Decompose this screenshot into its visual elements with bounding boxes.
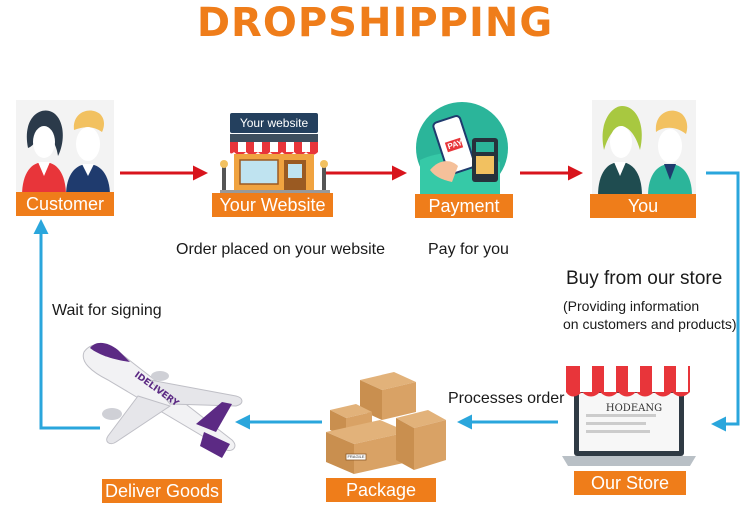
customer-people-icon xyxy=(16,100,114,196)
payment-label: Payment xyxy=(415,194,513,218)
package-boxes-icon xyxy=(326,372,446,474)
deliver-label: Deliver Goods xyxy=(102,479,222,503)
step-processes-order: Processes order xyxy=(448,390,565,407)
airplane-icon xyxy=(82,342,243,458)
step-providing-line1: (Providing information xyxy=(563,298,700,314)
step-wait-for-signing: Wait for signing xyxy=(52,302,162,319)
step-order-placed: Order placed on your website xyxy=(176,241,385,258)
store-brand-text: HODEANG xyxy=(605,403,663,414)
website-sign-text: Your website xyxy=(239,116,309,130)
step-pay-for-you: Pay for you xyxy=(428,241,509,258)
package-label: Package xyxy=(326,478,436,502)
website-shop-icon xyxy=(220,113,330,194)
store-label: Our Store xyxy=(574,471,686,495)
you-people-icon xyxy=(592,100,696,196)
customer-label: Customer xyxy=(16,192,114,216)
step-providing-line2: on customers and products) xyxy=(563,316,737,332)
fragile-label: FRAGILE xyxy=(347,454,365,459)
you-label: You xyxy=(590,194,696,218)
payment-icon xyxy=(416,102,508,194)
website-label: Your Website xyxy=(212,193,333,217)
store-laptop-icon xyxy=(562,366,696,466)
arrow-deliver-to-customer xyxy=(33,219,100,430)
arrow-you-to-store xyxy=(706,171,740,432)
step-buy-from-store: Buy from our store xyxy=(566,268,723,289)
diagram-title: DROPSHIPPING xyxy=(196,0,554,46)
